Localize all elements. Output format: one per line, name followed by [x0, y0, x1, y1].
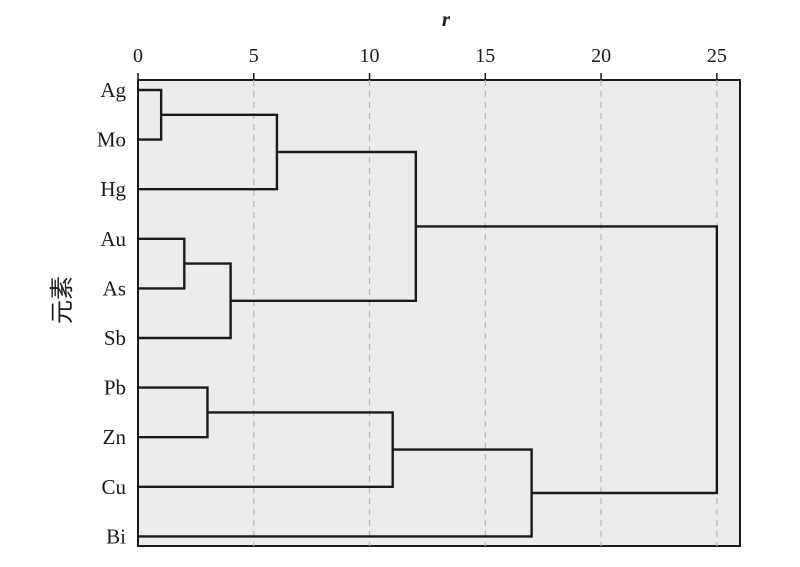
- x-tick-label-20: 20: [591, 45, 611, 67]
- leaf-label-bi: Bi: [106, 524, 126, 548]
- merge-ag-mo-hg-au-as-sb: [230, 150, 418, 302]
- leaf-label-au: Au: [100, 227, 126, 251]
- merge-ag-mo-hg-au-as-sb-pb-zn-cu-bi: [415, 225, 719, 495]
- dendrogram-links: [138, 88, 719, 538]
- leaf-label-ag: Ag: [100, 78, 126, 102]
- merge-au-as-sb: [138, 262, 232, 340]
- x-axis-title: r: [442, 7, 451, 31]
- x-tick-label-0: 0: [133, 45, 143, 67]
- x-tick-label-15: 15: [475, 45, 495, 67]
- plot-area: [137, 79, 741, 547]
- leaf-label-cu: Cu: [101, 475, 126, 499]
- x-tick-label-25: 25: [707, 45, 727, 67]
- leaf-label-as: As: [103, 276, 126, 300]
- y-axis-title: 元素: [48, 276, 76, 324]
- leaf-label-hg: Hg: [100, 177, 126, 201]
- x-axis-ticks: 0 5 10 15 20 25: [133, 45, 727, 80]
- leaf-label-mo: Mo: [97, 128, 126, 152]
- leaf-label-zn: Zn: [103, 425, 127, 449]
- merge-pb-zn-cu: [138, 411, 394, 488]
- x-tick-label-5: 5: [249, 45, 259, 67]
- merge-ag-mo-hg: [138, 113, 279, 191]
- leaf-label-pb: Pb: [104, 376, 126, 400]
- x-tick-label-10: 10: [360, 45, 380, 67]
- leaf-label-sb: Sb: [104, 326, 126, 350]
- merge-pb-zn-cu-bi: [138, 448, 533, 538]
